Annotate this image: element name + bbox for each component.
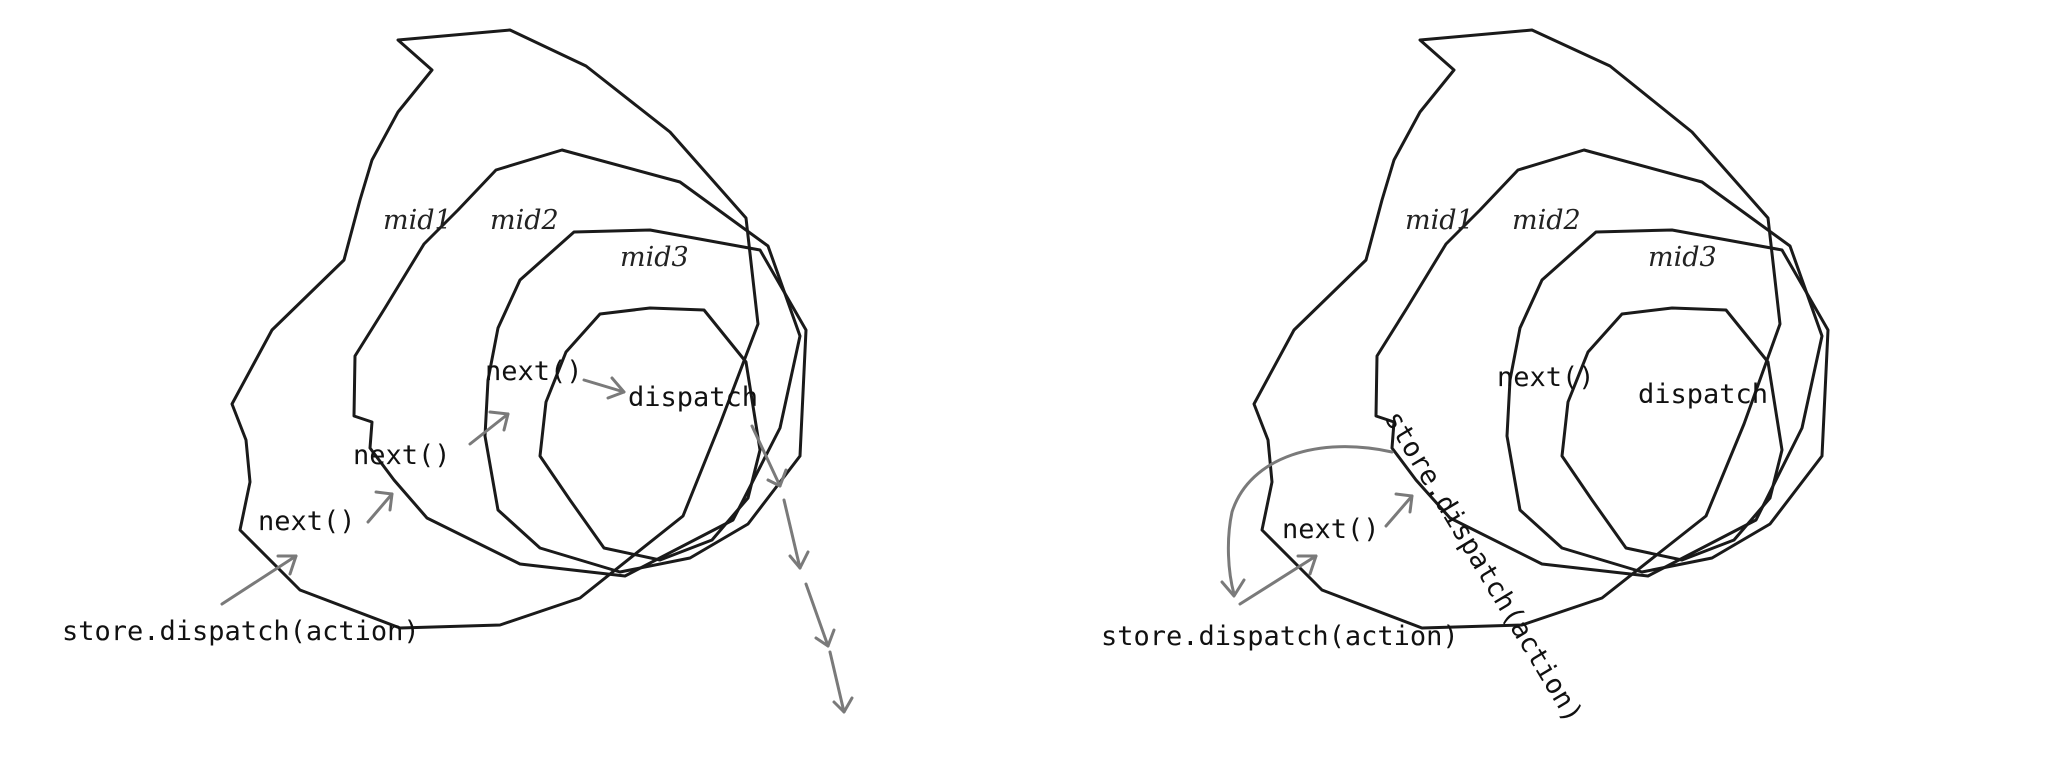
- left-return-arrow-1: [750, 424, 788, 488]
- right-ring-mid1: [1252, 28, 1782, 630]
- left-ring-mid3: [483, 228, 808, 574]
- right-next-inner-label: next(): [1497, 362, 1595, 393]
- right-label-mid3: mid3: [1648, 242, 1717, 273]
- right-diagram: mid1 mid2 mid3 store.dispatch(action) ne…: [1101, 28, 1830, 728]
- left-next-outer-label: next(): [258, 506, 356, 537]
- left-return-arrow-3: [804, 582, 836, 648]
- left-label-mid1: mid1: [383, 205, 452, 236]
- left-label-mid3: mid3: [620, 242, 689, 273]
- right-loopback-arrow: [1220, 445, 1394, 598]
- right-entry-call-label: store.dispatch(action): [1101, 621, 1459, 652]
- right-ring-mid3: [1505, 228, 1830, 574]
- left-return-arrow-2: [782, 498, 810, 570]
- right-dispatch-label: dispatch: [1638, 379, 1768, 410]
- left-dispatch-label: dispatch: [628, 382, 758, 413]
- left-next-inner-label: next(): [485, 356, 583, 387]
- right-next-outer-label: next(): [1282, 514, 1380, 545]
- left-next-middle-label: next(): [353, 440, 451, 471]
- right-arrow-next-outer: [1384, 492, 1414, 528]
- left-arrow-next-inner: [582, 376, 626, 400]
- left-label-mid2: mid2: [490, 205, 559, 236]
- left-arrow-next-middle: [468, 410, 510, 446]
- left-core-ring: [538, 306, 762, 562]
- left-arrow-next-outer: [366, 490, 394, 524]
- right-arrow-entry: [1238, 554, 1318, 606]
- left-diagram: mid1 mid2 mid3 store.dispatch(action) ne…: [62, 28, 854, 714]
- left-ring-mid2: [352, 148, 802, 578]
- right-core-ring: [1560, 306, 1784, 562]
- left-ring-mid1: [230, 28, 760, 630]
- right-label-mid1: mid1: [1405, 205, 1474, 236]
- left-entry-call-label: store.dispatch(action): [62, 616, 420, 647]
- left-arrow-entry: [220, 554, 298, 606]
- right-label-mid2: mid2: [1512, 205, 1581, 236]
- right-ring-mid2: [1374, 148, 1824, 578]
- left-return-arrow-4: [828, 650, 854, 714]
